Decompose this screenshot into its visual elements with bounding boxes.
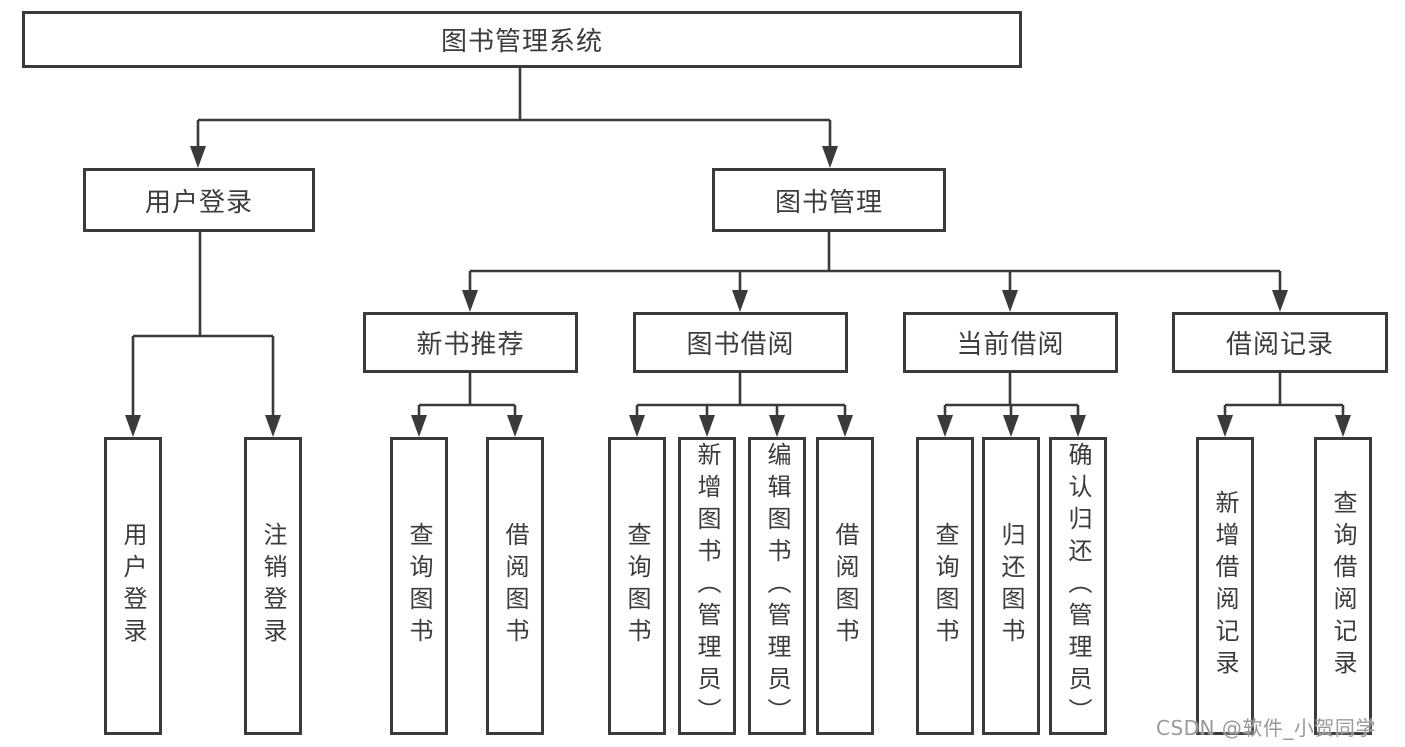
leaf-borrow-books: 借阅图书 <box>816 437 874 735</box>
leaf-query-borrow-record-label: 查询借阅记录 <box>1329 490 1357 682</box>
leaf-query-books-borrow-label: 查询图书 <box>623 522 651 650</box>
node-new-book-recommend-label: 新书推荐 <box>416 330 525 360</box>
leaf-user-login: 用户登录 <box>104 437 162 735</box>
node-user-login: 用户登录 <box>83 168 315 232</box>
leaf-borrow-books-label: 借阅图书 <box>831 522 859 650</box>
leaf-query-borrow-record: 查询借阅记录 <box>1314 437 1372 735</box>
node-current-borrow: 当前借阅 <box>903 312 1118 373</box>
connector-path <box>131 68 1345 424</box>
leaf-return-book: 归还图书 <box>982 437 1040 735</box>
node-book-borrow-label: 图书借阅 <box>686 330 795 360</box>
leaf-edit-book-admin: 编辑图书（管理员） <box>748 437 806 735</box>
leaf-return-book-label: 归还图书 <box>997 522 1025 650</box>
leaf-edit-book-admin-label: 编辑图书（管理员） <box>763 442 791 730</box>
node-book-management: 图书管理 <box>712 168 946 232</box>
watermark: CSDN @软件_小贺同学 <box>1156 716 1376 740</box>
leaf-query-books-recommend-label: 查询图书 <box>405 522 433 650</box>
leaf-logout-label: 注销登录 <box>259 522 287 650</box>
leaf-borrow-books-recommend: 借阅图书 <box>486 437 544 735</box>
node-library-system: 图书管理系统 <box>22 11 1022 68</box>
node-borrow-records: 借阅记录 <box>1172 312 1388 373</box>
leaf-query-books-borrow: 查询图书 <box>608 437 666 735</box>
leaf-query-books-recommend: 查询图书 <box>390 437 448 735</box>
leaf-add-borrow-record: 新增借阅记录 <box>1196 437 1254 735</box>
leaf-user-login-label: 用户登录 <box>119 522 147 650</box>
leaf-query-books-current: 查询图书 <box>916 437 974 735</box>
node-library-system-label: 图书管理系统 <box>440 27 603 57</box>
node-borrow-records-label: 借阅记录 <box>1225 330 1334 360</box>
leaf-confirm-return-admin: 确认归还（管理员） <box>1049 437 1107 735</box>
leaf-query-books-current-label: 查询图书 <box>931 522 959 650</box>
node-user-login-label: 用户登录 <box>144 187 253 218</box>
node-book-management-label: 图书管理 <box>774 187 883 218</box>
arrowhead-icons <box>125 146 1351 437</box>
leaf-add-book-admin: 新增图书（管理员） <box>678 437 736 735</box>
node-book-borrow: 图书借阅 <box>633 312 848 373</box>
leaf-borrow-books-recommend-label: 借阅图书 <box>501 522 529 650</box>
leaf-confirm-return-admin-label: 确认归还（管理员） <box>1064 442 1092 730</box>
leaf-add-borrow-record-label: 新增借阅记录 <box>1211 490 1239 682</box>
leaf-logout: 注销登录 <box>244 437 302 735</box>
node-current-borrow-label: 当前借阅 <box>956 330 1065 360</box>
node-new-book-recommend: 新书推荐 <box>363 312 578 373</box>
leaf-add-book-admin-label: 新增图书（管理员） <box>693 442 721 730</box>
